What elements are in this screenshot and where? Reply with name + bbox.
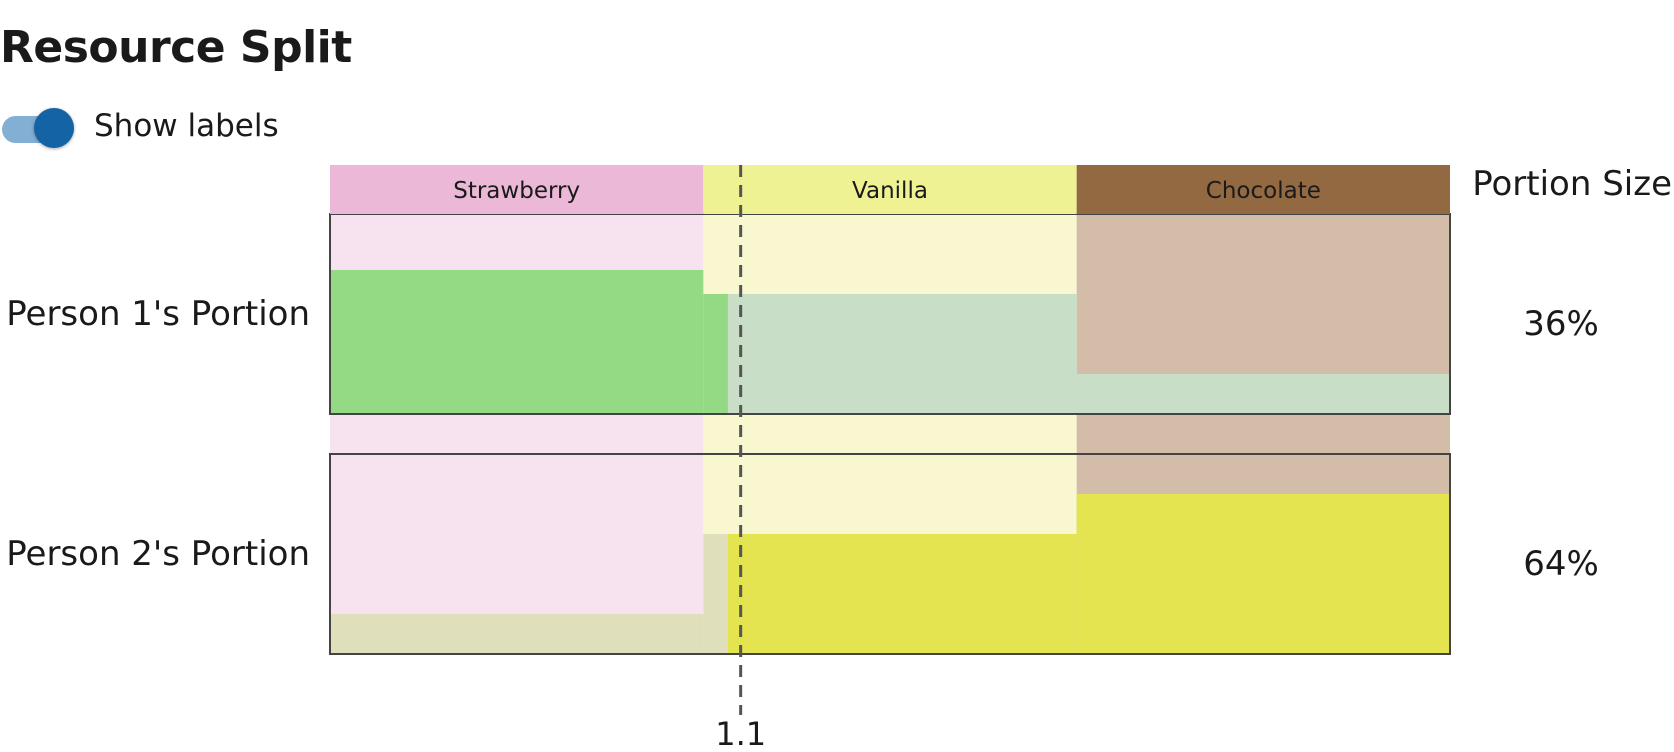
portion-fill-segment [330,270,704,414]
switch-thumb[interactable] [34,108,74,148]
portion-fill-segment [1076,494,1450,654]
portion-fill-segment [727,534,1077,654]
portion-fill-segment [1076,374,1450,414]
show-labels-switch[interactable] [0,104,76,148]
portion-fill-segment [330,614,704,654]
portion-fill-segment [727,294,1077,414]
portion-value-person-1: 36% [1523,304,1599,344]
show-labels-toggle-row: Show labels [0,103,279,149]
page-title: Resource Split [0,22,352,73]
show-labels-label: Show labels [94,108,279,144]
portion-fill-segment [703,534,728,654]
column-header-label: Vanilla [852,178,928,204]
row-label-person-2: Person 2's Portion [6,534,310,574]
column-header-label: Strawberry [453,178,580,204]
portion-fill-segment [703,294,728,414]
column-header-strawberry[interactable] [330,165,704,214]
column-header-label: Chocolate [1206,178,1321,204]
row-label-person-1: Person 1's Portion [6,294,310,334]
row-border-person-2 [329,453,1451,655]
column-header-chocolate[interactable] [1076,165,1450,214]
portion-value-person-2: 64% [1523,544,1599,584]
divider-value-label: 1.1 [715,715,766,752]
portion-size-axis-title: Portion Size [1472,164,1672,204]
column-header-vanilla[interactable] [703,165,1077,214]
